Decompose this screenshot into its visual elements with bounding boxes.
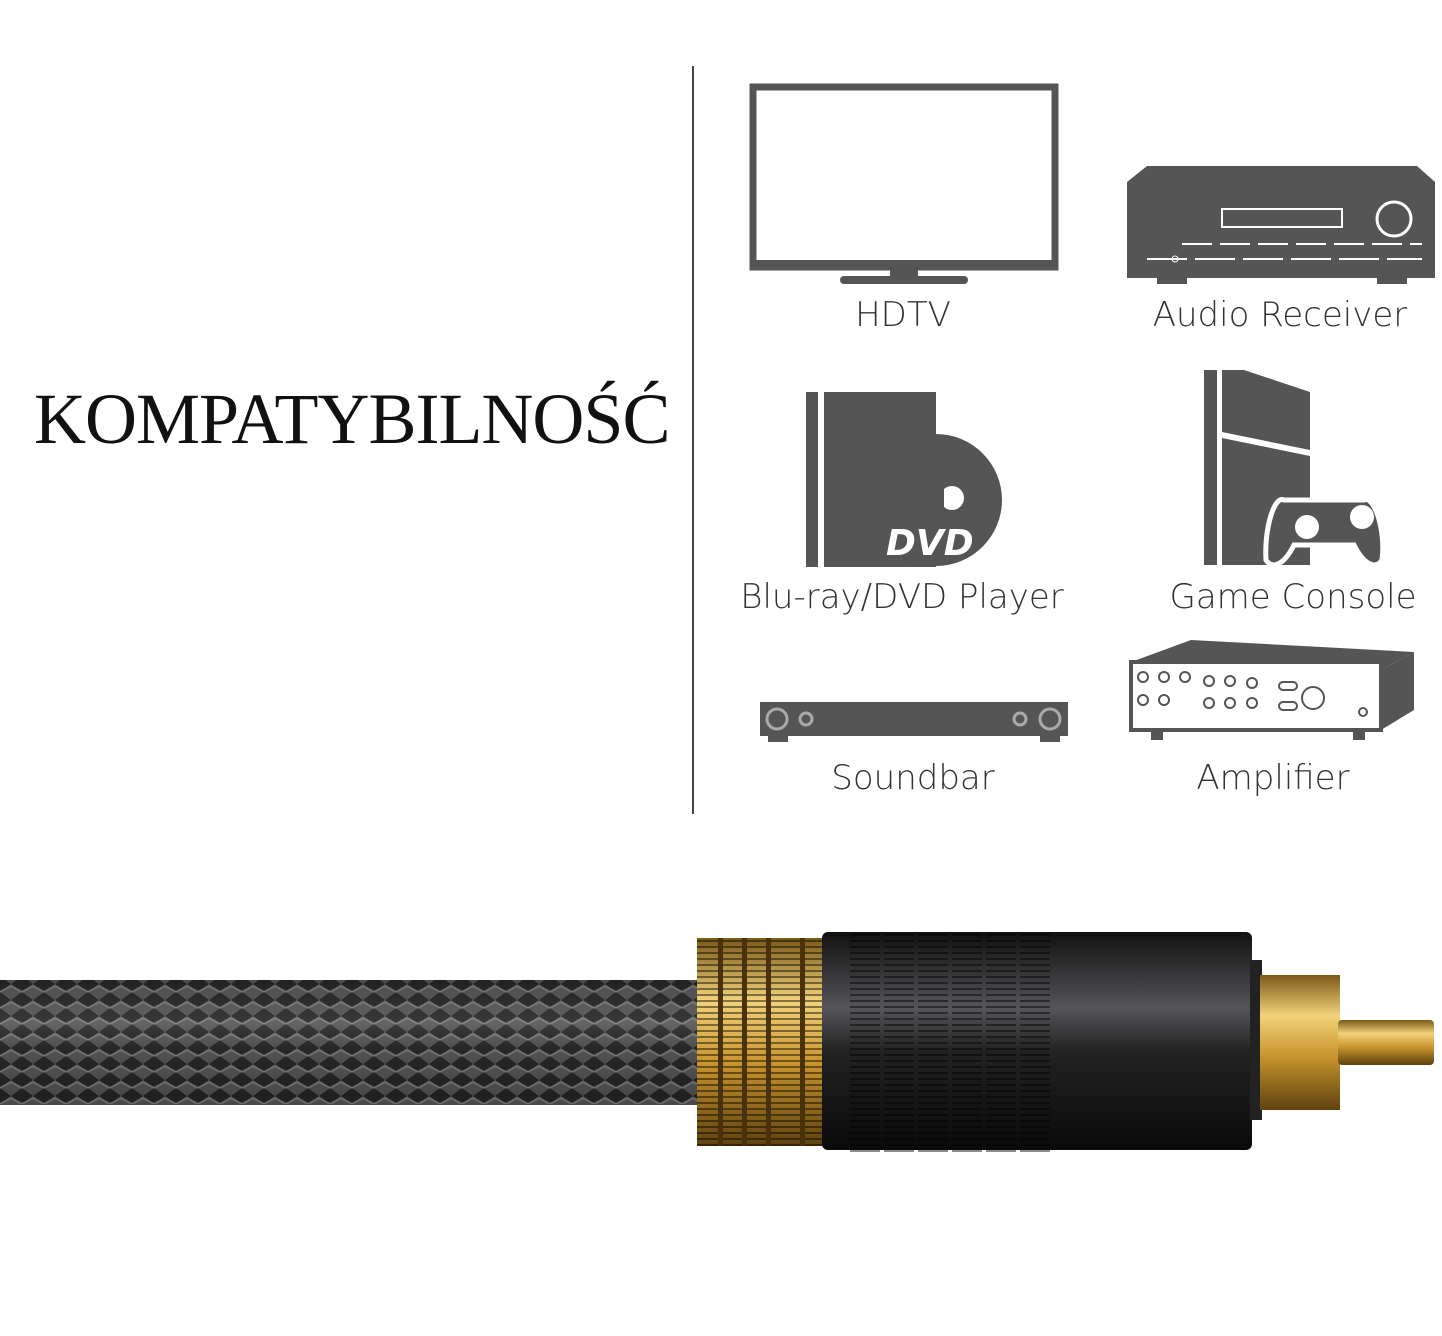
device-label-amplifier: Amplifier [1196,758,1350,798]
device-label-soundbar: Soundbar [831,758,995,798]
page-title: KOMPATYBILNOŚĆ [34,379,670,459]
device-label-dvd-player: Blu-ray/DVD Player [740,577,1064,617]
divider [692,66,694,814]
device-label-game-console: Game Console [1169,577,1417,617]
audio-receiver-icon [1127,166,1435,284]
device-label-hdtv: HDTV [855,295,951,335]
game-console-icon [1204,370,1386,568]
soundbar-icon [760,702,1068,742]
dvd-player-icon: DVD [806,392,1002,567]
dvd-badge: DVD [886,523,974,564]
tv-icon [749,83,1059,284]
device-label-audio-receiver: Audio Receiver [1152,295,1408,335]
optical-cable-image [0,930,1434,1152]
amplifier-icon [1129,640,1414,740]
